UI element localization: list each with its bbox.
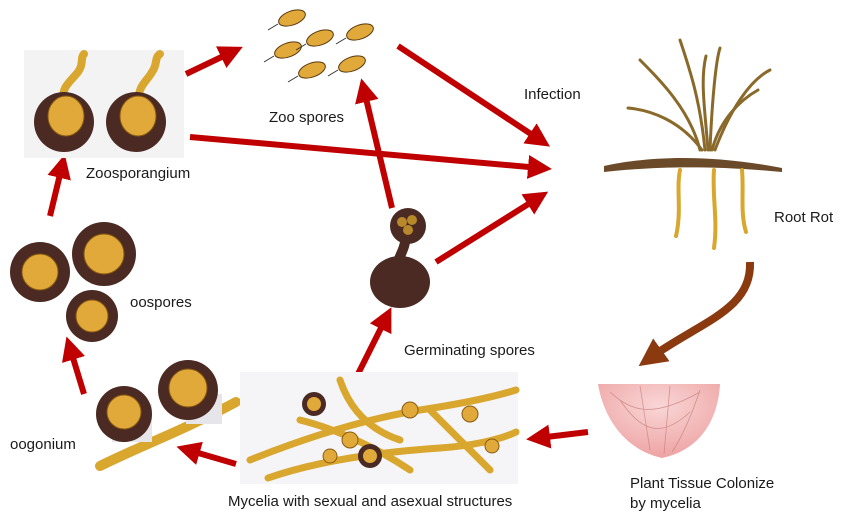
arrow-tissue-to-mycelia [538, 432, 588, 438]
plant-tissue-illustration [598, 384, 720, 458]
oogonium-illustration [96, 360, 236, 466]
arrow-zoospores-to-infection [398, 46, 540, 140]
zoosporangium-illustration [24, 50, 184, 158]
label-mycelia: Mycelia with sexual and asexual structur… [228, 492, 512, 511]
label-zoospores: Zoo spores [269, 108, 344, 127]
arrow-germinating-to-zoospores [364, 90, 392, 208]
arrow-zoosporangium-to-infection [190, 137, 540, 168]
mycelia-illustration [240, 372, 518, 484]
arrow-rootrot-to-tissue [650, 262, 750, 358]
arrow-zoosporangium-to-zoospores [186, 52, 232, 74]
arrow-mycelia-to-oogonium [188, 450, 236, 464]
arrow-oogonium-to-oospores [70, 348, 84, 394]
label-oospores: oospores [130, 293, 192, 312]
arrow-oospores-to-zoosporangium [50, 166, 62, 216]
label-infection: Infection [524, 85, 581, 104]
label-plant-tissue-line2: by mycelia [630, 494, 701, 513]
zoospores-illustration [264, 7, 376, 82]
label-zoosporangium: Zoosporangium [86, 164, 190, 183]
label-root-rot: Root Rot [774, 208, 833, 227]
label-oogonium: oogonium [10, 435, 76, 454]
label-germinating-spores: Germinating spores [404, 341, 535, 360]
oospores-illustration [10, 222, 136, 342]
label-plant-tissue-line1: Plant Tissue Colonize [630, 474, 774, 493]
root-rot-plant-illustration [604, 40, 782, 248]
arrow-germinating-to-infection [436, 198, 538, 262]
germinating-spores-illustration [370, 208, 430, 308]
